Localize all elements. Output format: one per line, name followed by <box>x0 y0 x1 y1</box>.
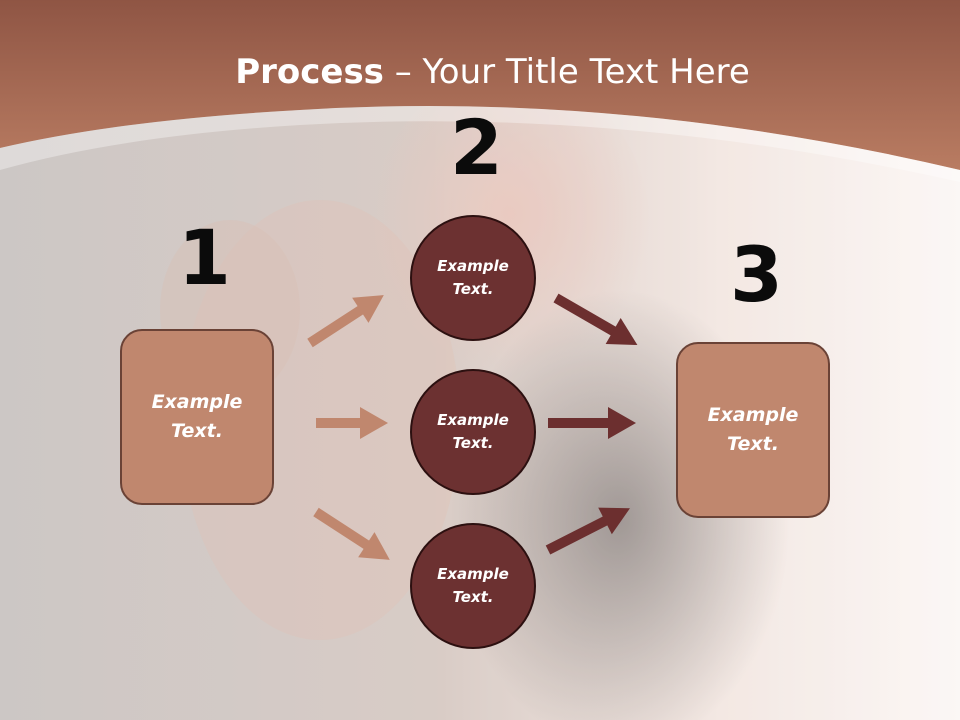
arrow-right-up <box>545 507 630 555</box>
step-3-box[interactable]: Example Text. <box>676 342 830 518</box>
step-number-1: 1 <box>178 213 231 302</box>
circle-top-text: Example Text. <box>437 257 509 298</box>
step-number-2: 2 <box>450 103 503 192</box>
arrow-left-down <box>313 507 390 560</box>
slide-title: Process – Your Title Text Here <box>0 52 960 92</box>
title-bold: Process <box>235 52 384 92</box>
step-2-circle-bottom[interactable]: Example Text. <box>410 523 536 649</box>
circle-bottom-text: Example Text. <box>437 565 509 606</box>
step-number-3: 3 <box>730 230 783 319</box>
step-2-circle-middle[interactable]: Example Text. <box>410 369 536 495</box>
arrow-right-middle <box>548 407 636 439</box>
step-2-circle-top[interactable]: Example Text. <box>410 215 536 341</box>
title-rest: – Your Title Text Here <box>383 52 750 92</box>
step-1-box-text: Example Text. <box>151 391 243 442</box>
step-1-box[interactable]: Example Text. <box>120 329 274 505</box>
arrow-left-middle <box>316 407 388 439</box>
step-3-box-text: Example Text. <box>707 404 799 455</box>
circle-middle-text: Example Text. <box>437 411 509 452</box>
arrow-right-down <box>553 293 638 345</box>
arrow-left-up <box>307 295 384 348</box>
